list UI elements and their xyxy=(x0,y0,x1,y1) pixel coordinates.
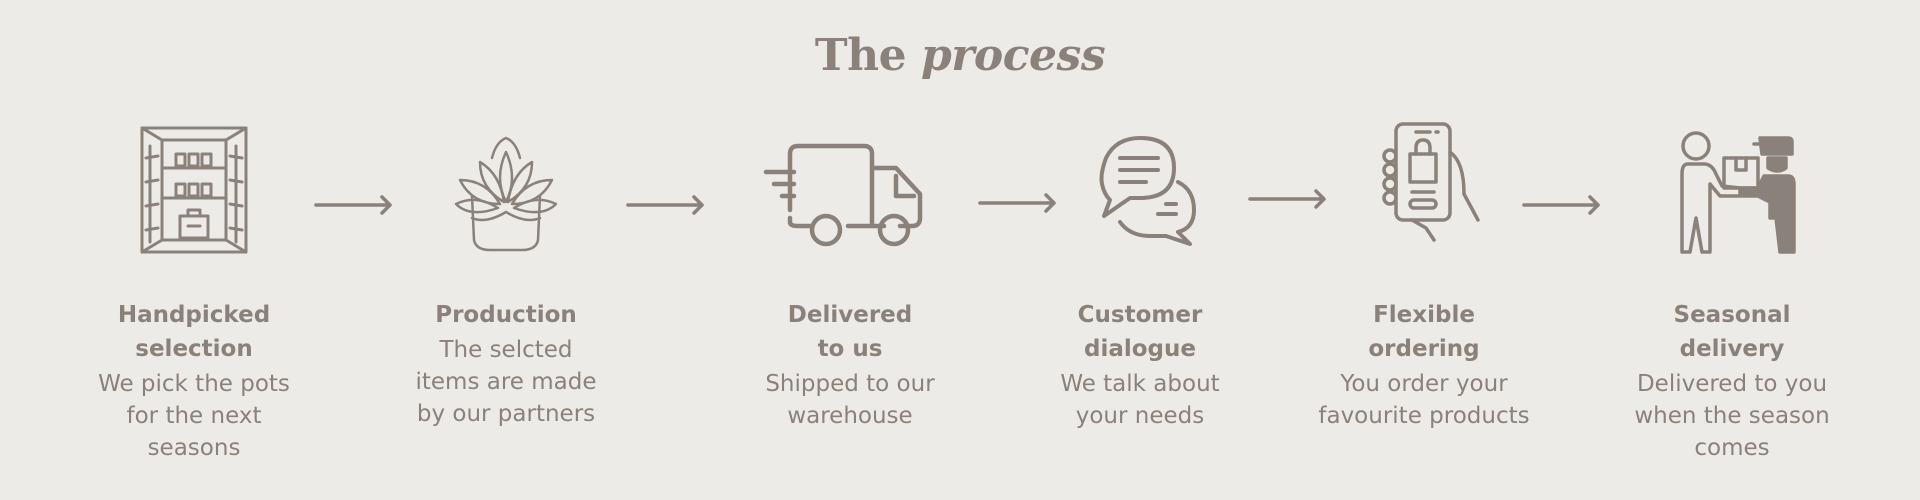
phone-shopping-icon xyxy=(1354,118,1494,258)
succulent-pot-icon xyxy=(436,118,576,258)
step-title: Production xyxy=(435,302,577,328)
step-title: Handpicked selection xyxy=(117,302,271,362)
arrow-icon xyxy=(976,191,1060,215)
step-delivered-to-us: Delivered to us Shipped to our warehouse xyxy=(720,118,980,432)
step-flexible-ordering: Flexible ordering You order your favouri… xyxy=(1294,118,1554,432)
delivery-truck-icon xyxy=(760,118,940,258)
step-title: Seasonal delivery xyxy=(1673,302,1791,362)
arrow-icon xyxy=(312,193,396,217)
step-description: Shipped to our warehouse xyxy=(765,371,935,429)
arrow-icon xyxy=(1520,193,1604,217)
step-title: Flexible ordering xyxy=(1368,302,1480,362)
courier-handover-icon xyxy=(1662,118,1802,258)
title-plain: The xyxy=(814,30,907,81)
step-title: Customer dialogue xyxy=(1077,302,1203,362)
arrow-icon xyxy=(624,193,708,217)
arrow-icon xyxy=(1246,187,1330,211)
step-handpicked-selection: Handpicked selection We pick the pots fo… xyxy=(64,118,324,464)
step-title: Delivered to us xyxy=(787,302,913,362)
step-production: Production The selcted items are made by… xyxy=(376,118,636,430)
page-title: The process xyxy=(0,30,1920,81)
step-customer-dialogue: Customer dialogue We talk about your nee… xyxy=(1010,118,1270,432)
chat-bubbles-icon xyxy=(1070,118,1210,258)
step-description: We talk about your needs xyxy=(1060,371,1220,429)
step-description: The selcted items are made by our partne… xyxy=(415,337,597,427)
title-italic: process xyxy=(920,30,1106,81)
step-description: We pick the pots for the next seasons xyxy=(98,371,290,461)
step-description: Delivered to you when the season comes xyxy=(1634,371,1830,461)
warehouse-shelves-icon xyxy=(124,118,264,258)
step-description: You order your favourite products xyxy=(1318,371,1530,429)
step-seasonal-delivery: Seasonal delivery Delivered to you when … xyxy=(1602,118,1862,464)
